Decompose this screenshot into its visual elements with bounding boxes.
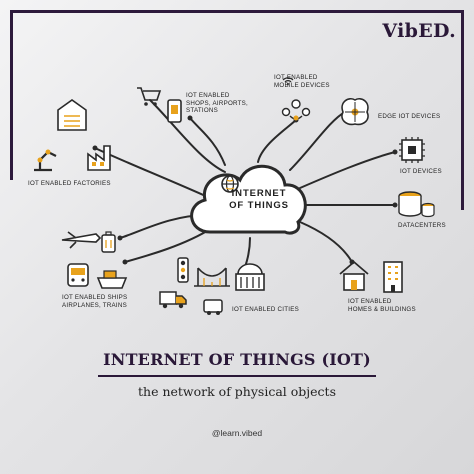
label-ships: IoT ENABLED SHIPS AIRPLANES, TRAINS: [62, 294, 128, 309]
footer-subtitle: the network of physical objects: [138, 384, 336, 399]
footer-title: INTERNET OF THINGS (IOT): [103, 350, 371, 369]
house-icon: [339, 260, 369, 291]
train-icon: [67, 263, 89, 287]
label-factories: IoT ENABLED FACTORIES: [28, 180, 111, 187]
people-network-icon: [281, 99, 311, 121]
building-icon: [383, 261, 403, 293]
luggage-icon: [101, 231, 116, 253]
title-divider: [98, 375, 376, 377]
connector-edge: [289, 111, 346, 171]
connector-ships: [124, 227, 213, 263]
connector-mobile: [257, 119, 297, 163]
label-datacenters: DATACENTERS: [398, 222, 446, 229]
connector-iot-devices: [299, 151, 396, 189]
brain-icon: [341, 97, 369, 126]
connector-shops: [189, 117, 226, 166]
warehouse-icon: [57, 99, 87, 131]
frame-left-border: [10, 10, 13, 180]
truck-icon: [159, 291, 187, 309]
factory-icon: [87, 145, 111, 171]
connector-factories: [94, 147, 211, 199]
delivery-van-icon: [203, 299, 223, 315]
brand-logo: VibED.: [382, 20, 456, 42]
robot-arm-icon: [34, 149, 57, 172]
airplane-icon: [61, 231, 102, 249]
label-cities: IoT ENABLED CITIES: [232, 306, 299, 313]
frame-right-border: [461, 10, 464, 210]
label-homes: IoT ENABLED HOMES & BUILDINGS: [348, 298, 416, 313]
connector-homes: [299, 221, 353, 263]
label-mobile: IoT ENABLED MOBILE DEVICES: [274, 74, 330, 89]
connector-shops-2: [149, 99, 226, 173]
traffic-light-icon: [177, 257, 189, 283]
social-handle: @learn.vibed: [211, 428, 263, 438]
smartphone-icon: [167, 99, 182, 123]
label-shops: IoT ENABLED SHOPS, AIRPORTS, STATIONS: [186, 92, 248, 115]
globe-icon: [221, 175, 239, 193]
frame-top-border: [10, 10, 464, 13]
label-iot-devices: IoT DEVICES: [400, 168, 442, 175]
bridge-icon: [194, 267, 230, 287]
label-edge: EDGE IoT DEVICES: [378, 113, 441, 120]
ship-icon: [96, 270, 128, 289]
wifi-icon: [282, 77, 294, 85]
shopping-cart-icon: [137, 87, 162, 106]
database-icon: [398, 191, 435, 218]
capitol-building-icon: [235, 263, 265, 291]
cloud-icon: [190, 164, 307, 235]
chip-icon: [399, 137, 425, 163]
hub-label: INTERNET OF THINGS: [229, 188, 289, 211]
